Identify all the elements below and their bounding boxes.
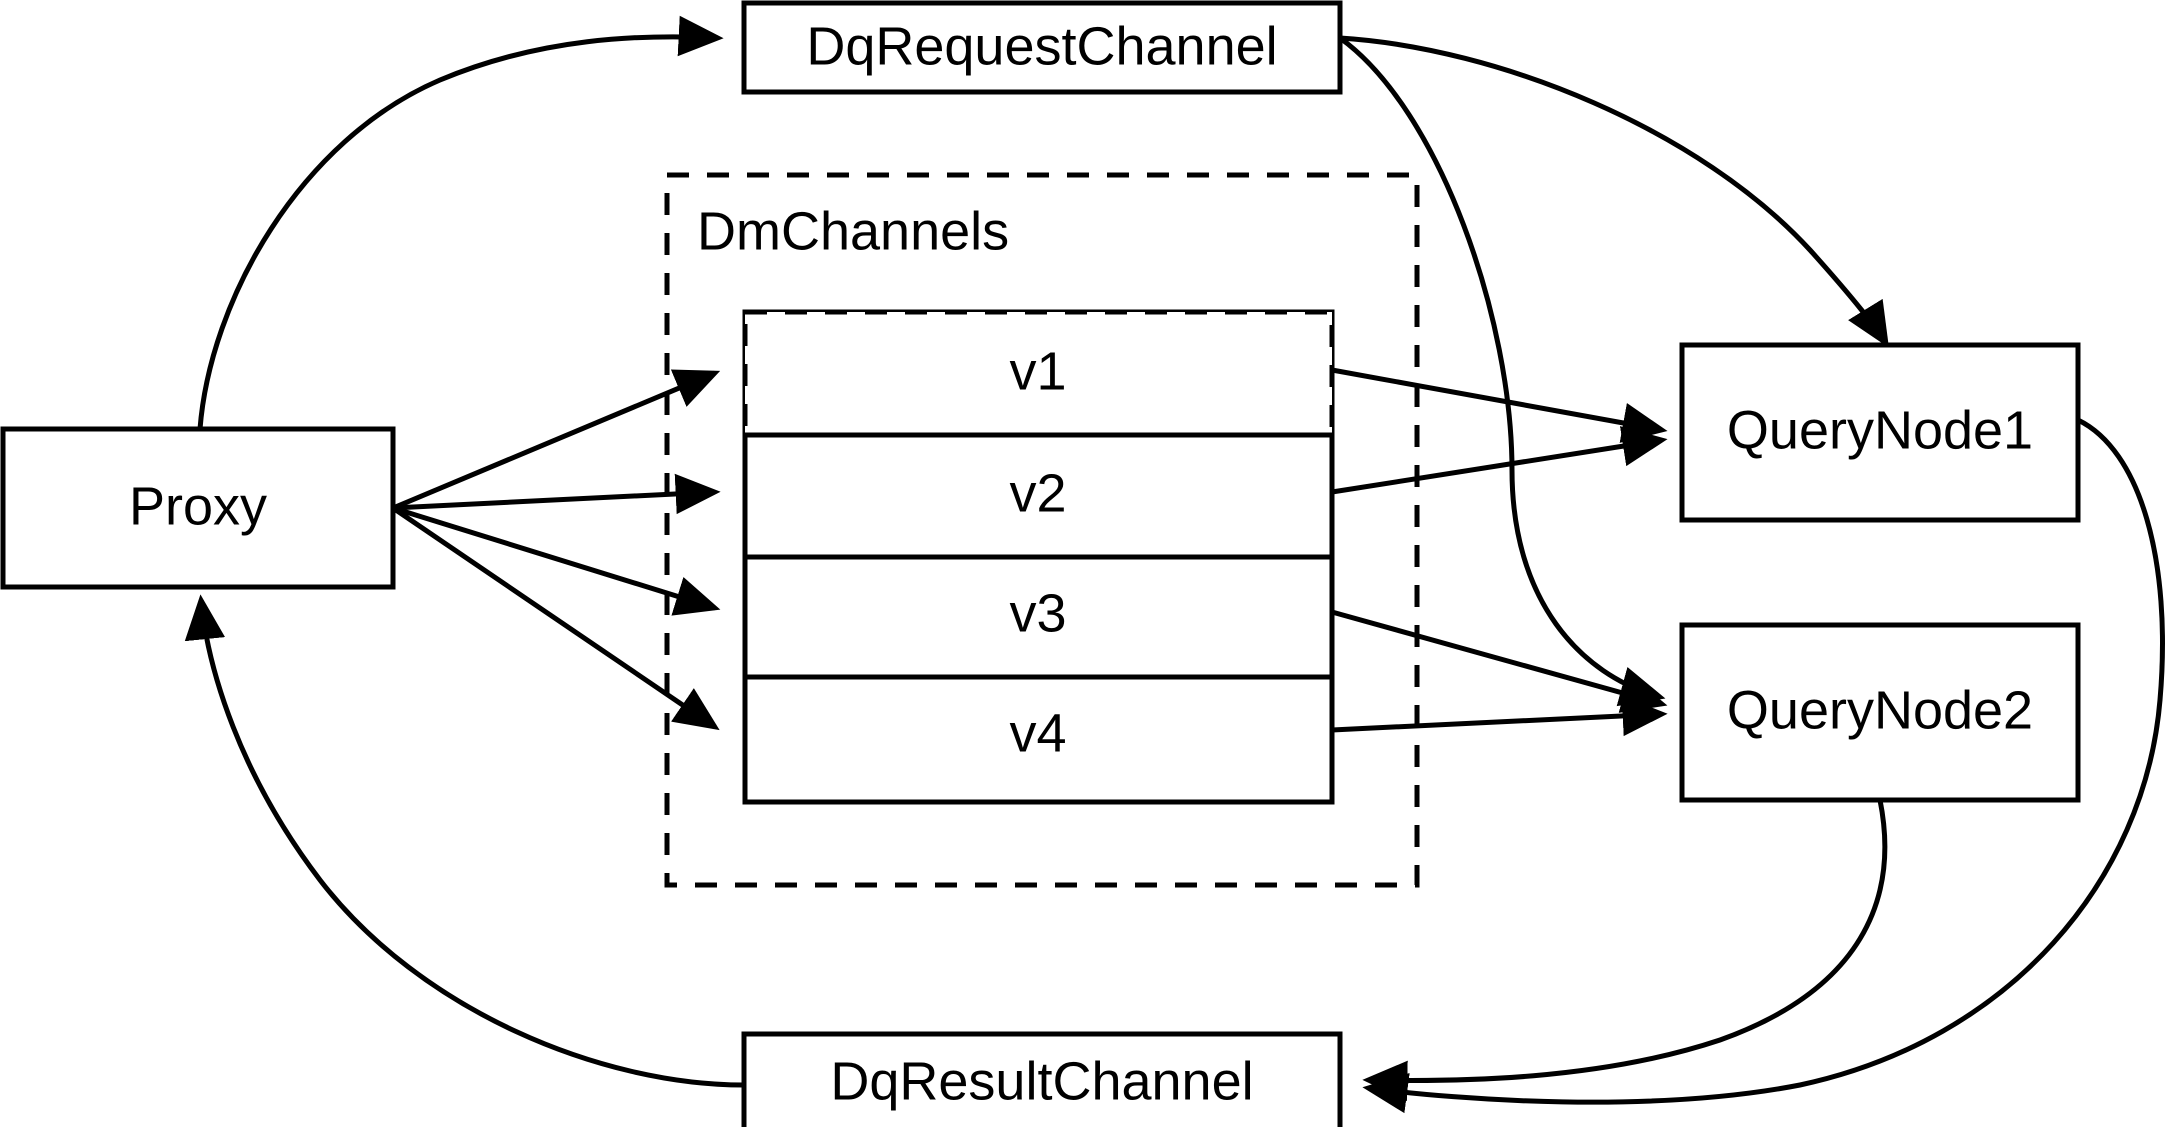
query-node-2-label: QueryNode2 xyxy=(1727,680,2033,740)
edge-v4-to-querynode2 xyxy=(1331,695,1668,737)
edge-querynode1-to-dqresultchannel xyxy=(1362,417,2165,1114)
edge-v3-to-querynode2 xyxy=(1331,609,1668,713)
node-query-node-2[interactable]: QueryNode2 xyxy=(1679,622,2081,803)
edge-dqrequestchannel-to-querynode2 xyxy=(1338,35,1666,707)
edge-proxy-to-v1 xyxy=(392,369,721,511)
vchannel-row-v2[interactable]: v2 xyxy=(745,463,1332,560)
proxy-label: Proxy xyxy=(129,476,267,536)
edge-dqrequestchannel-to-querynode1 xyxy=(1339,35,1889,348)
edge-proxy-to-v3 xyxy=(392,505,721,616)
query-node-1-label: QueryNode1 xyxy=(1727,400,2033,460)
vchannel-row-v4[interactable]: v4 xyxy=(1009,703,1066,763)
node-dq-request-channel[interactable]: DqRequestChannel xyxy=(741,0,1343,95)
edge-proxy-to-dqrequestchannel xyxy=(197,15,724,430)
vchannel-label-v3: v3 xyxy=(1009,583,1066,643)
edge-dqresultchannel-to-proxy xyxy=(184,594,745,1088)
edge-proxy-to-v4 xyxy=(391,505,720,731)
vchannel-row-v3[interactable]: v3 xyxy=(745,583,1332,680)
node-dq-result-channel[interactable]: DqResultChannel xyxy=(741,1031,1343,1127)
vchannel-label-v2: v2 xyxy=(1009,463,1066,523)
dmchannels-group-label: DmChannels xyxy=(697,201,1009,261)
edge-querynode2-to-dqresultchannel xyxy=(1362,799,1888,1102)
node-proxy[interactable]: Proxy xyxy=(0,426,396,590)
dq-request-channel-label: DqRequestChannel xyxy=(806,16,1277,76)
dq-request-channel-box xyxy=(741,0,1343,95)
dq-result-channel-box xyxy=(741,1031,1343,1127)
vchannel-row-v1[interactable]: v1 xyxy=(745,312,1332,438)
vchannel-label-v4: v4 xyxy=(1009,703,1066,763)
edge-v2-to-querynode1 xyxy=(1331,426,1668,495)
node-query-node-1[interactable]: QueryNode1 xyxy=(1679,342,2081,523)
query-node-2-box xyxy=(1679,622,2081,803)
proxy-box xyxy=(0,426,396,590)
vchannel-label-v1: v1 xyxy=(1009,341,1066,401)
query-node-1-box xyxy=(1679,342,2081,523)
dmchannels-group xyxy=(664,172,1420,888)
vchannel-table-border xyxy=(742,309,1335,805)
dq-result-channel-label: DqResultChannel xyxy=(830,1051,1253,1111)
edge-proxy-to-v2 xyxy=(392,473,721,515)
edge-v1-to-querynode1 xyxy=(1331,367,1668,443)
